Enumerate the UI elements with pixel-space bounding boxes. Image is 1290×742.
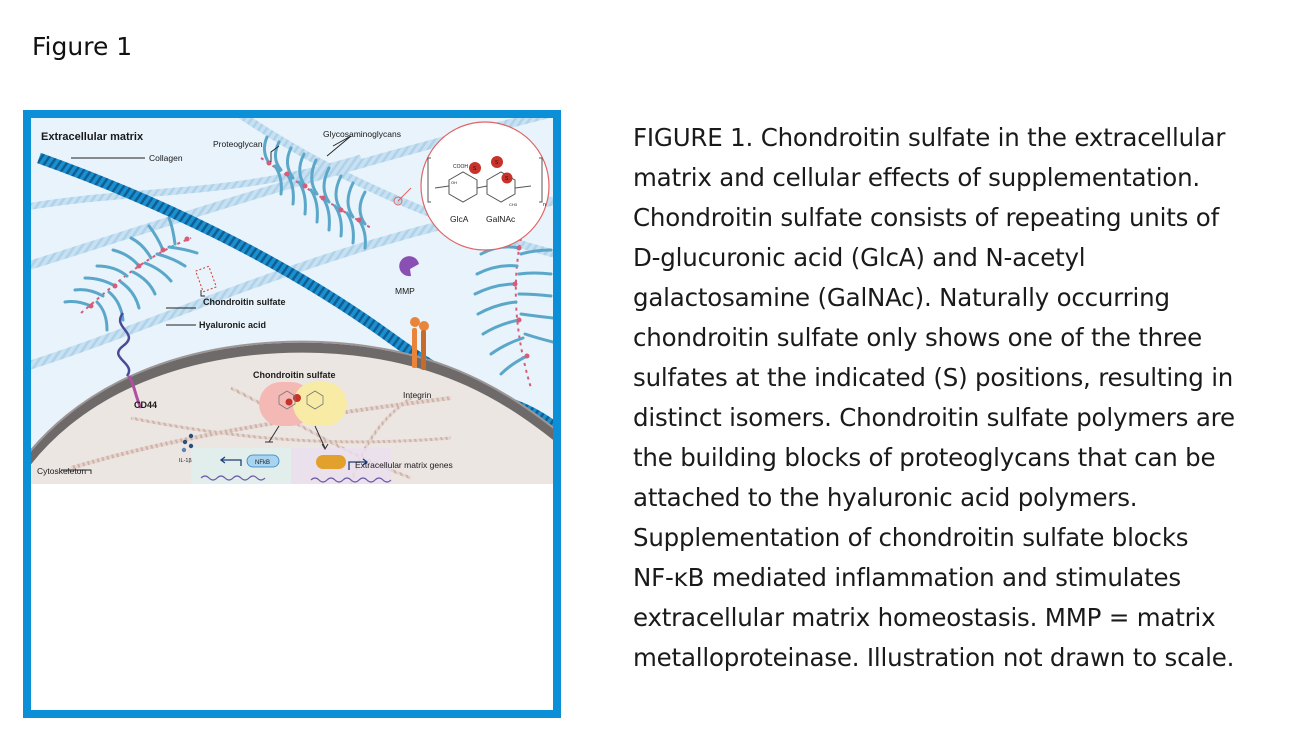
cd44-label: CD44: [134, 400, 157, 410]
caption-line: FIGURE 1. Chondroitin sulfate in the ext…: [633, 123, 1226, 152]
disaccharide-inset: COOH OH CH3 n S S S GlcA GalNAc: [393, 121, 550, 251]
caption-line: extracellular matrix homeostasis. MMP = …: [633, 603, 1216, 632]
figure-heading: Figure 1: [32, 32, 133, 61]
n-subscript: n: [543, 202, 546, 208]
caption-line: NF-ĸB mediated inflammation and stimulat…: [633, 563, 1181, 592]
chondroitin-sulfate-cell: Chondroitin sulfate: [253, 370, 347, 450]
sulfate-label-1: S: [473, 166, 477, 172]
collagen-label: Collagen: [149, 153, 183, 163]
figure-illustration: COOH OH CH3 n S S S GlcA GalNAc MMP: [31, 118, 553, 484]
proteoglycan-top: [260, 135, 372, 250]
caption-line: the building blocks of proteoglycans tha…: [633, 443, 1216, 472]
caption-line: distinct isomers. Chondroitin sulfate po…: [633, 403, 1235, 432]
integrin-label: Integrin: [403, 390, 432, 400]
figure-frame: COOH OH CH3 n S S S GlcA GalNAc MMP: [23, 110, 561, 718]
caption-line: sulfates at the indicated (S) positions,…: [633, 363, 1234, 392]
mmp-label: MMP: [395, 286, 415, 296]
galnac-label: GalNAc: [486, 214, 516, 224]
callout-lines: [61, 135, 352, 474]
figure-caption: FIGURE 1. Chondroitin sulfate in the ext…: [633, 118, 1273, 678]
proteoglycan-label: Proteoglycan: [213, 139, 263, 149]
hyaluronic-acid-label: Hyaluronic acid: [199, 320, 266, 330]
cytoskeleton-label: Cytoskeleton: [37, 466, 86, 476]
caption-line: matrix and cellular effects of supplemen…: [633, 163, 1201, 192]
nfkb-label: NFkB: [255, 460, 270, 466]
caption-line: metalloproteinase. Illustration not draw…: [633, 643, 1235, 672]
il1b-label: IL-1β: [179, 458, 192, 464]
nfkb-gene: NFkB: [200, 454, 280, 481]
ecm-genes-label: Extracellular matrix genes: [355, 460, 453, 470]
hyaluronic-acid-complex: [63, 216, 217, 332]
caption-line: galactosamine (GalNAc). Naturally occurr…: [633, 283, 1170, 312]
glycosaminoglycans-label: Glycosaminoglycans: [323, 129, 401, 139]
sulfate-label-3: S: [505, 176, 509, 182]
caption-line: D-glucuronic acid (GlcA) and N-acetyl: [633, 243, 1086, 272]
caption-line: Chondroitin sulfate consists of repeatin…: [633, 203, 1220, 232]
oh-label: OH: [451, 180, 457, 185]
cs-cell-label: Chondroitin sulfate: [253, 370, 336, 380]
glca-label: GlcA: [450, 214, 469, 224]
sulfate-label-2: S: [495, 160, 499, 166]
caption-line: chondroitin sulfate only shows one of th…: [633, 323, 1203, 352]
ecm-title: Extracellular matrix: [41, 131, 144, 143]
ch3-label: CH3: [509, 202, 518, 207]
cs-ecm-label: Chondroitin sulfate: [203, 297, 286, 307]
integrin-receptor: Integrin: [403, 317, 432, 400]
caption-line: Supplementation of chondroitin sulfate b…: [633, 523, 1189, 552]
ecm-genes: Extracellular matrix genes: [310, 455, 453, 483]
cooh-label: COOH: [453, 164, 468, 170]
il1b-cytokine: IL-1β: [179, 433, 194, 464]
mmp-enzyme: MMP: [395, 256, 419, 296]
caption-line: attached to the hyaluronic acid polymers…: [633, 483, 1138, 512]
cd44-receptor: CD44: [117, 312, 157, 410]
